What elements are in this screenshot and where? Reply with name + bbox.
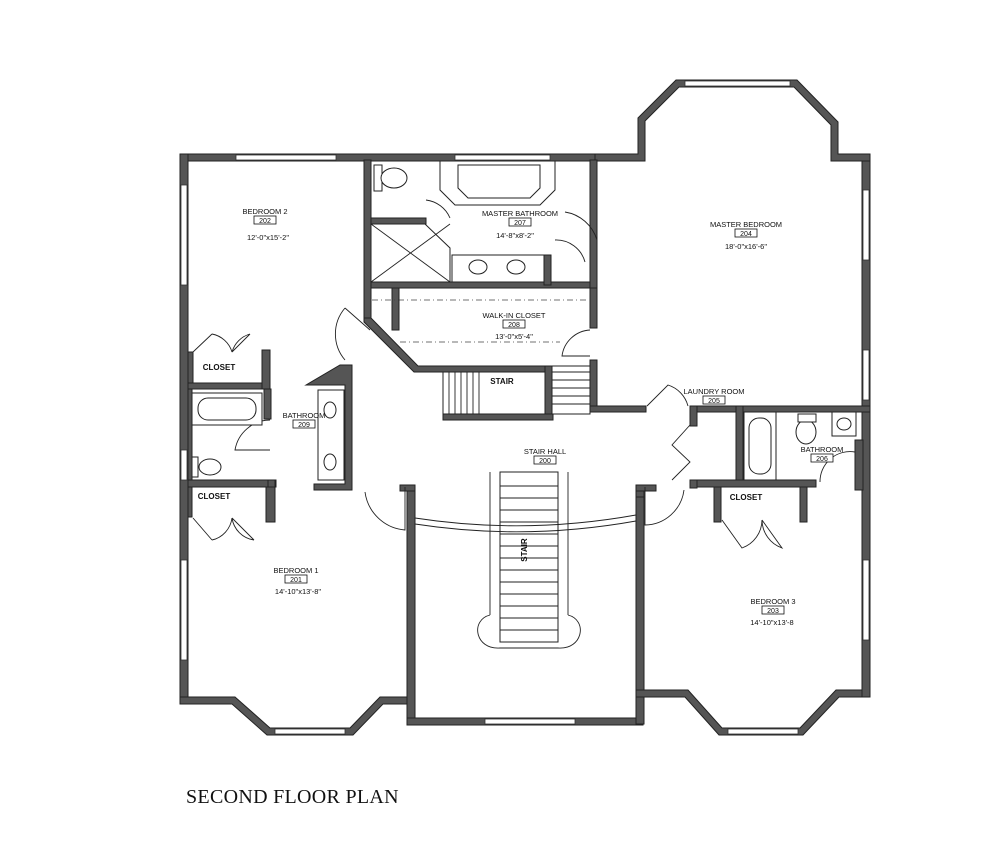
laundry-room-name: LAUNDRY ROOM xyxy=(684,387,745,396)
bedroom3-number: 203 xyxy=(767,608,779,615)
windows xyxy=(180,80,870,735)
bathroom206-number: 206 xyxy=(816,456,828,463)
master-bedroom-size: 18'-0"x16'-6" xyxy=(725,242,767,251)
upper-stair xyxy=(442,365,591,415)
closet-bedroom3-label: CLOSET xyxy=(730,493,763,502)
bedroom2-number: 202 xyxy=(259,218,271,225)
bathroom206-name: BATHROOM xyxy=(801,445,844,454)
bedroom3-size: 14'-10"x13'-8 xyxy=(750,618,793,627)
closet-bedroom1-label: CLOSET xyxy=(198,492,231,501)
master-bathroom-number: 207 xyxy=(514,220,526,227)
bedroom1-number: 201 xyxy=(290,577,302,584)
bedroom3-name: BEDROOM 3 xyxy=(750,597,795,606)
exterior-walls xyxy=(179,79,871,736)
stair-hall-number: 200 xyxy=(539,458,551,465)
bedroom2-name: BEDROOM 2 xyxy=(242,207,287,216)
room-labels: BEDROOM 2 202 12'-0"x15'-2" MASTER BATHR… xyxy=(198,207,844,627)
walkin-closet-number: 208 xyxy=(508,322,520,329)
master-bedroom-number: 204 xyxy=(740,231,752,238)
bedroom1-name: BEDROOM 1 xyxy=(273,566,318,575)
master-bedroom-name: MASTER BEDROOM xyxy=(710,220,782,229)
bedroom2-size: 12'-0"x15'-2" xyxy=(247,233,289,242)
bathroom209-name: BATHROOM xyxy=(283,411,326,420)
walkin-closet-size: 13'-0"x5'-4" xyxy=(495,332,533,341)
main-stair-label: STAIR xyxy=(520,538,529,562)
laundry-room-number: 205 xyxy=(708,398,720,405)
master-bathroom-size: 14'-8"x8'-2" xyxy=(496,231,534,240)
bedroom1-size: 14'-10"x13'-8" xyxy=(275,587,321,596)
plan-title: SECOND FLOOR PLAN xyxy=(186,786,399,808)
main-stair xyxy=(414,471,637,649)
fixtures xyxy=(191,160,857,481)
stair-hall-name: STAIR HALL xyxy=(524,447,566,456)
bathroom209-number: 209 xyxy=(298,422,310,429)
closet-bedroom2-label: CLOSET xyxy=(203,363,236,372)
walkin-closet-name: WALK-IN CLOSET xyxy=(482,311,545,320)
doors xyxy=(192,199,856,549)
closet-rods xyxy=(372,290,588,343)
master-bathroom-name: MASTER BATHROOM xyxy=(482,209,558,218)
upper-stair-label: STAIR xyxy=(490,377,514,386)
interior-walls xyxy=(187,159,871,523)
